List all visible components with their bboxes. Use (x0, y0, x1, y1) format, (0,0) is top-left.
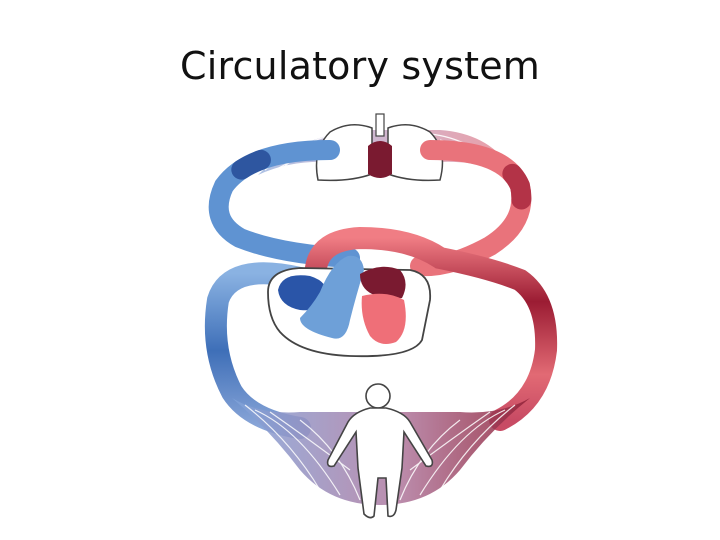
aorta (305, 226, 558, 431)
heart-icon (267, 255, 432, 358)
lungs-icon (315, 113, 444, 182)
human-body-icon (326, 383, 434, 519)
slide-title: Circulatory system (179, 44, 541, 88)
